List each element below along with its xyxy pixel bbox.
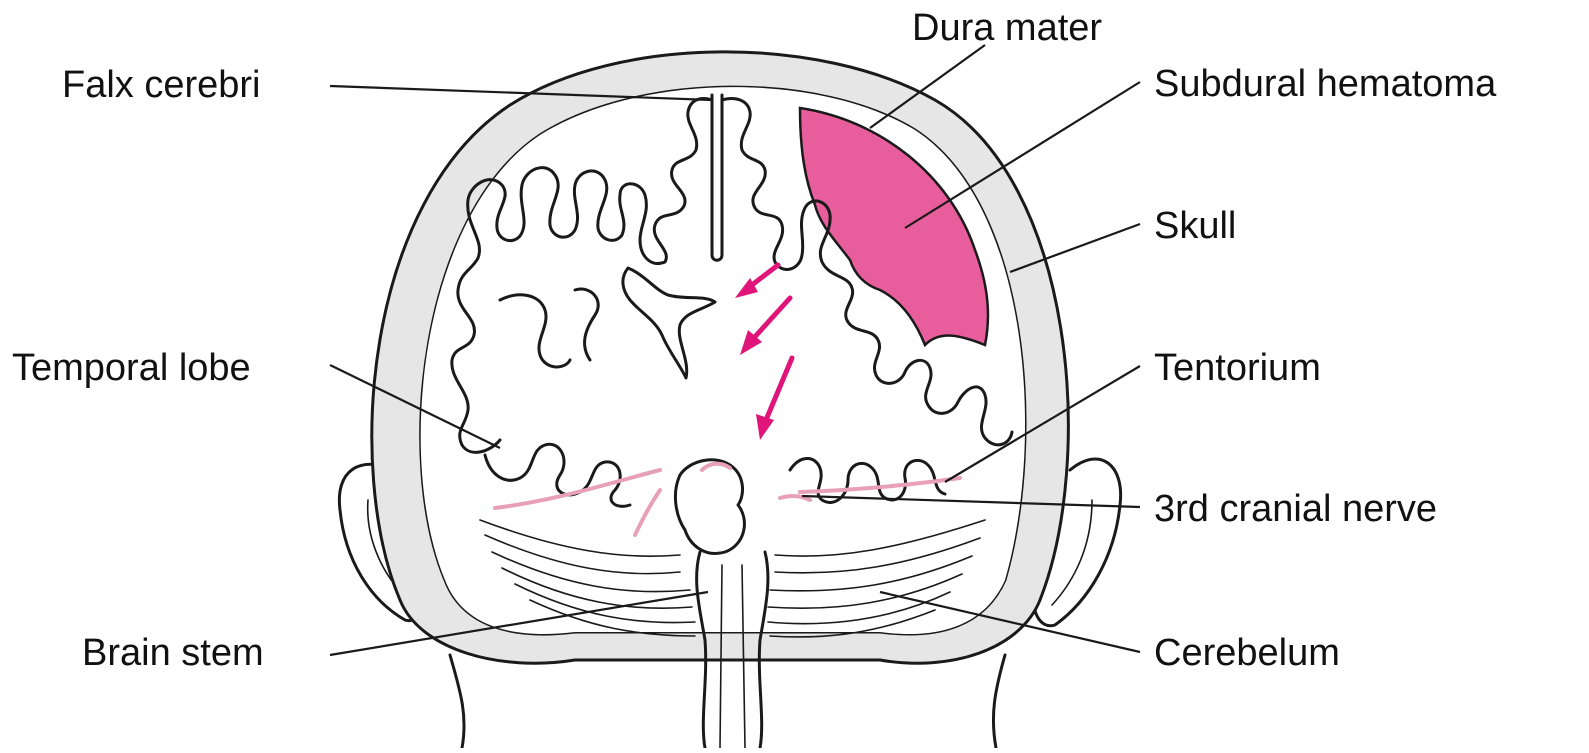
label-falx-cerebri: Falx cerebri	[62, 64, 261, 106]
neck-left	[450, 655, 464, 748]
label-subdural-hematoma: Subdural hematoma	[1154, 63, 1497, 105]
label-cerebelum: Cerebelum	[1154, 632, 1340, 674]
label-third-cranial-nerve: 3rd cranial nerve	[1154, 488, 1437, 530]
label-brain-stem: Brain stem	[82, 632, 264, 674]
label-dura-mater: Dura mater	[912, 7, 1102, 49]
label-tentorium: Tentorium	[1154, 347, 1321, 389]
label-temporal-lobe: Temporal lobe	[12, 347, 251, 389]
neck-right	[993, 655, 1005, 748]
label-skull: Skull	[1154, 205, 1236, 247]
